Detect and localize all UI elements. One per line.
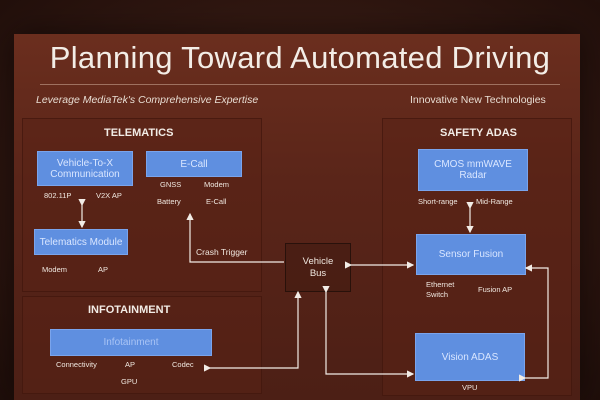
vehicle-bus: Vehicle Bus [285, 243, 351, 292]
safety-adas-title: SAFETY ADAS [440, 127, 518, 139]
sensor-fusion-label: Sensor Fusion [438, 249, 504, 260]
info-sub-gpu: GPU [121, 377, 138, 386]
infotainment-box: Infotainment [50, 329, 212, 356]
info-sub-codec: Codec [172, 360, 194, 369]
vision-fusion-connector [519, 264, 549, 382]
module-sub-modem: Modem [42, 265, 68, 274]
fusion-sub-ap: Fusion AP [478, 285, 513, 294]
infotainment-label: Infotainment [103, 337, 159, 348]
telematics-title: TELEMATICS [104, 127, 174, 139]
ecall-label: E-Call [180, 158, 208, 170]
telematics-panel [22, 118, 262, 292]
ecall-sub-battery: Battery [157, 197, 181, 206]
bus-vision-connector [322, 286, 415, 378]
v2x-box: Vehicle-To-X Communication [37, 151, 133, 186]
subtitle-left: Leverage MediaTek's Comprehensive Expert… [36, 94, 259, 106]
ecall-sub-ecall: E-Call [206, 197, 227, 206]
radar-sub-short: Short-range [418, 197, 458, 206]
vehicle-bus-label: Vehicle Bus [302, 255, 334, 279]
v2x-sub-2: V2X AP [96, 191, 122, 200]
module-sub-ap: AP [98, 265, 109, 274]
vision-adas-box: Vision ADAS [415, 333, 525, 381]
radar-box: CMOS mmWAVE Radar [418, 149, 528, 191]
radar-sub-mid: Mid-Range [476, 197, 513, 206]
ecall-sub-modem: Modem [204, 180, 230, 189]
slide-title: Planning Toward Automated Driving [49, 40, 551, 75]
infotainment-bus-connector [204, 290, 302, 372]
vision-adas-label: Vision ADAS [441, 351, 499, 363]
ecall-sub-gnss: GNSS [160, 180, 182, 189]
sensor-fusion-box: Sensor Fusion [416, 234, 526, 275]
telematics-module-label: Telematics Module [39, 236, 123, 248]
infotainment-title: INFOTAINMENT [88, 304, 171, 316]
crash-trigger-connector [186, 212, 284, 263]
info-sub-ap: AP [125, 360, 136, 369]
v2x-sub-1: 802.11P [44, 191, 72, 200]
title-divider [40, 84, 560, 85]
fusion-sub-ethernet: Ethernet Switch [426, 280, 455, 299]
crash-trigger-label: Crash Trigger [196, 247, 248, 257]
radar-label: CMOS mmWAVE Radar [434, 159, 512, 181]
ecall-box: E-Call [146, 151, 242, 177]
info-sub-connectivity: Connectivity [56, 360, 97, 369]
v2x-label: Vehicle-To-X Communication [50, 157, 120, 180]
subtitle-right: Innovative New Technologies [410, 94, 546, 106]
vision-sub-vpu: VPU [462, 383, 478, 392]
telematics-module-box: Telematics Module [34, 229, 128, 255]
